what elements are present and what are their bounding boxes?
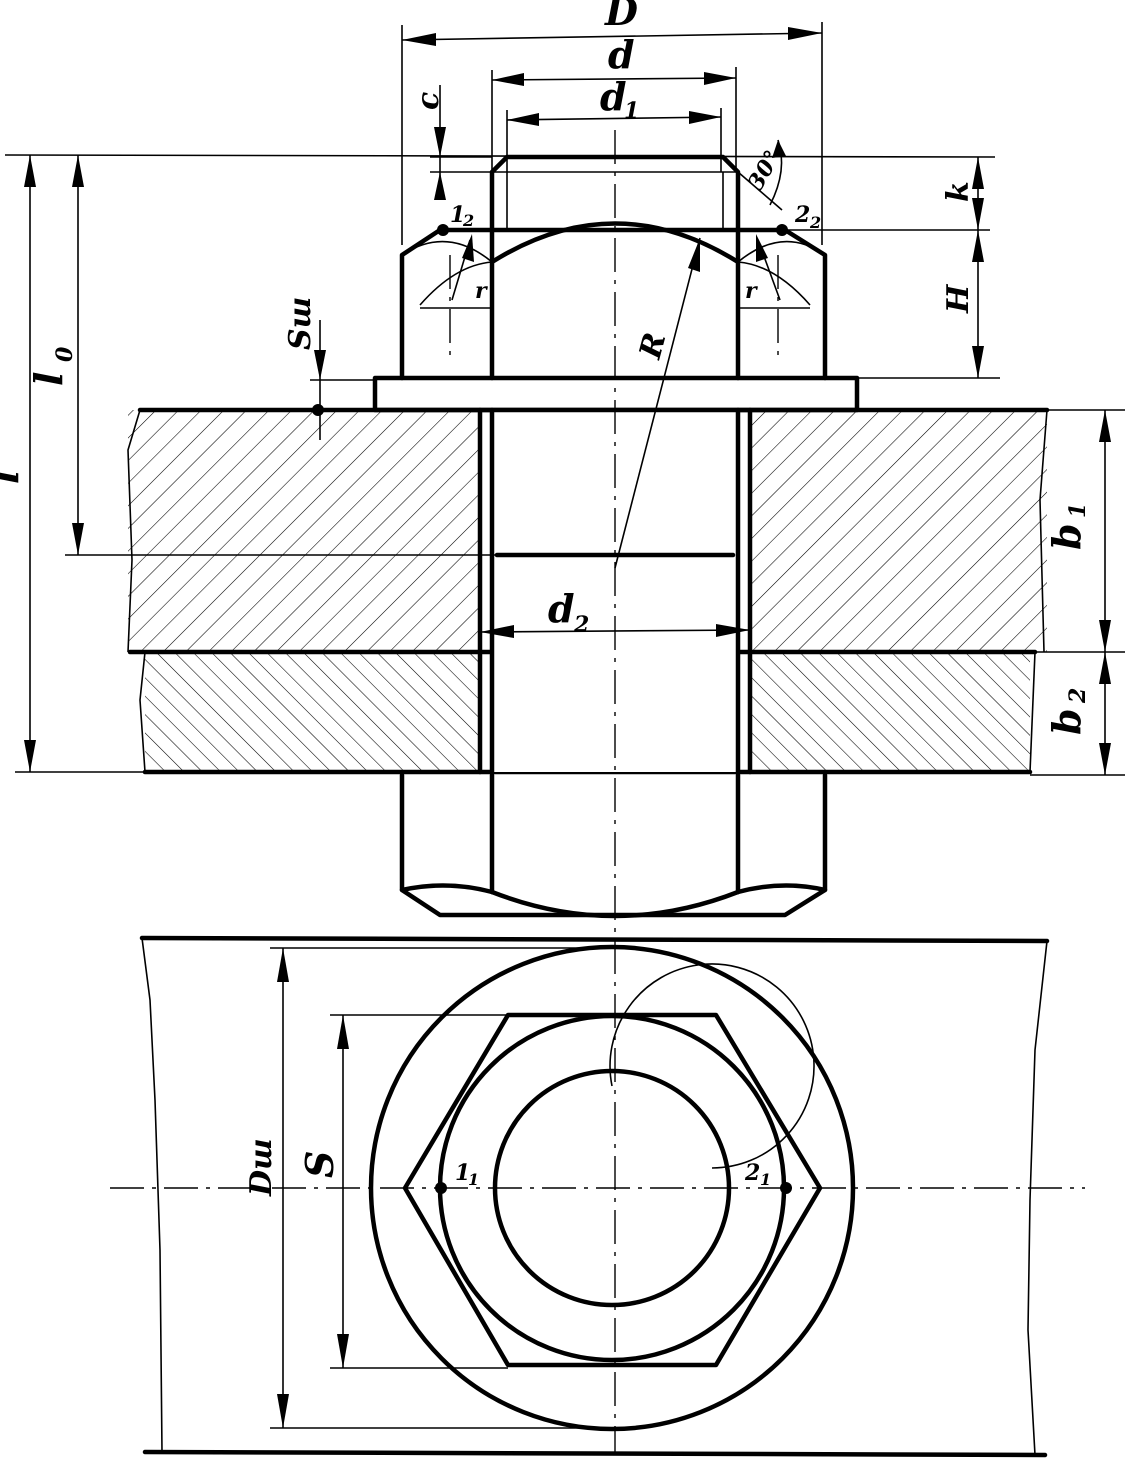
lower-plate [145,652,1030,772]
label-S-sh: Sш [283,297,318,350]
top-view [110,935,1085,1458]
nut [399,221,828,381]
label-c: c [411,92,446,110]
label-point-1-2-sub: 2 [462,211,474,230]
label-point-1-1: 1 [455,1160,470,1186]
label-point-2-2-sub: 2 [809,213,821,232]
label-d2: d [548,586,575,631]
label-l: l [0,470,27,484]
label-point-2-2: 2 [794,202,810,228]
bolt-shank [489,407,741,775]
label-D-sh: Dш [244,1138,279,1197]
label-r-right: r [745,278,758,304]
label-point-2-1: 2 [744,1160,760,1186]
label-d1-sub: 1 [624,98,639,124]
thread-arc [609,963,815,1169]
label-b1: b [1044,523,1089,550]
label-D: D [604,0,638,34]
label-H: H [941,283,976,314]
label-d1: d [600,74,627,119]
point-2-1 [780,1182,792,1194]
point-1-1 [435,1182,447,1194]
label-point-1-1-sub: 1 [468,1170,479,1189]
dimension-lines [4,22,1125,1429]
label-k: k [941,181,976,202]
label-b2: b [1044,708,1089,735]
label-b1-sub: 1 [1065,503,1091,518]
label-point-1-2: 1 [450,202,465,228]
upper-plate [128,410,1047,652]
label-r-left: r [475,278,488,304]
label-R: R [633,329,674,363]
label-d: d [608,32,635,77]
label-d2-sub: 2 [573,612,589,638]
washer-circle [368,944,856,1432]
washer [372,375,860,413]
bolt-circle [492,1068,732,1308]
label-l0-sub: 0 [52,346,78,362]
label-b2-sub: 2 [1065,688,1091,704]
bolt-head [399,772,828,919]
nut-hexagon [402,1012,823,1368]
label-point-2-1-sub: 1 [760,1170,771,1189]
dimension-labels: D d d 1 c k H 30° 1 2 2 2 r r R Sш l 0 l… [0,0,1091,1197]
label-S: S [297,1151,342,1178]
label-l0: l [26,372,71,386]
